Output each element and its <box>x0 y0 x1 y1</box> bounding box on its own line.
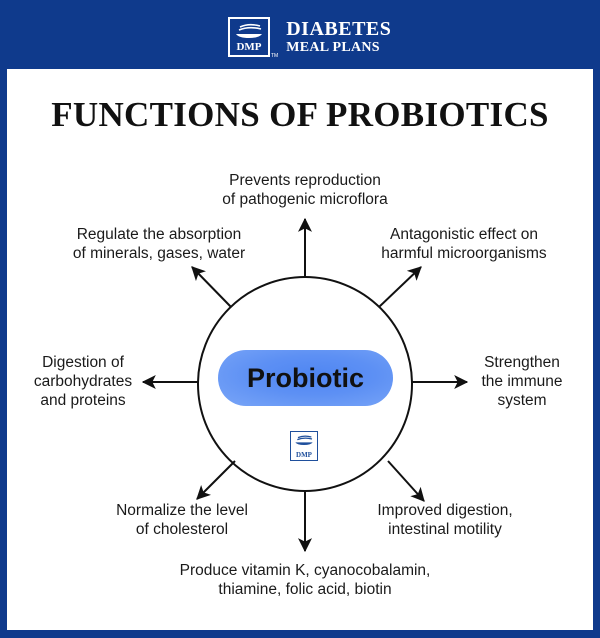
brand-logo[interactable]: DMP TM DIABETES MEAL PLANS <box>228 15 391 59</box>
function-right: Strengthen the immune system <box>481 354 563 409</box>
dmp-watermark-logo: DMP <box>290 431 318 461</box>
brand-line-2: MEAL PLANS <box>286 40 380 55</box>
function-top-left: Regulate the absorption of minerals, gas… <box>72 226 246 262</box>
function-top-right: Antagonistic effect on harmful microorga… <box>381 226 547 262</box>
plate-icon <box>236 23 262 38</box>
header-bar: DMP TM DIABETES MEAL PLANS <box>0 0 600 69</box>
watermark-text: DMP <box>296 451 312 459</box>
arrow-bottom-right <box>387 460 425 502</box>
infographic-panel: FUNCTIONS OF PROBIOTICS Probiotic <box>7 69 593 630</box>
probiotic-pill: Probiotic <box>218 350 393 406</box>
arrow-top-left <box>191 266 232 308</box>
probiotic-label: Probiotic <box>246 362 364 393</box>
function-bottom: Produce vitamin K, cyanocobalamin, thiam… <box>179 562 431 598</box>
arrow-top-right <box>378 266 422 308</box>
plate-icon <box>295 435 313 445</box>
function-bottom-left: Normalize the level of cholesterol <box>116 502 248 538</box>
brand-name: DIABETES MEAL PLANS <box>286 19 391 55</box>
trademark: TM <box>271 53 279 59</box>
dmp-logo-mark: DMP <box>228 17 270 57</box>
function-bottom-right: Improved digestion, intestinal motility <box>377 502 513 538</box>
logo-mark-text: DMP <box>236 41 262 53</box>
function-top: Prevents reproduction of pathogenic micr… <box>222 172 388 208</box>
page-title: FUNCTIONS OF PROBIOTICS <box>51 95 549 134</box>
brand-line-1: DIABETES <box>286 18 392 40</box>
function-left: Digestion of carbohydrates and proteins <box>33 354 133 409</box>
arrow-bottom-left <box>196 460 236 500</box>
